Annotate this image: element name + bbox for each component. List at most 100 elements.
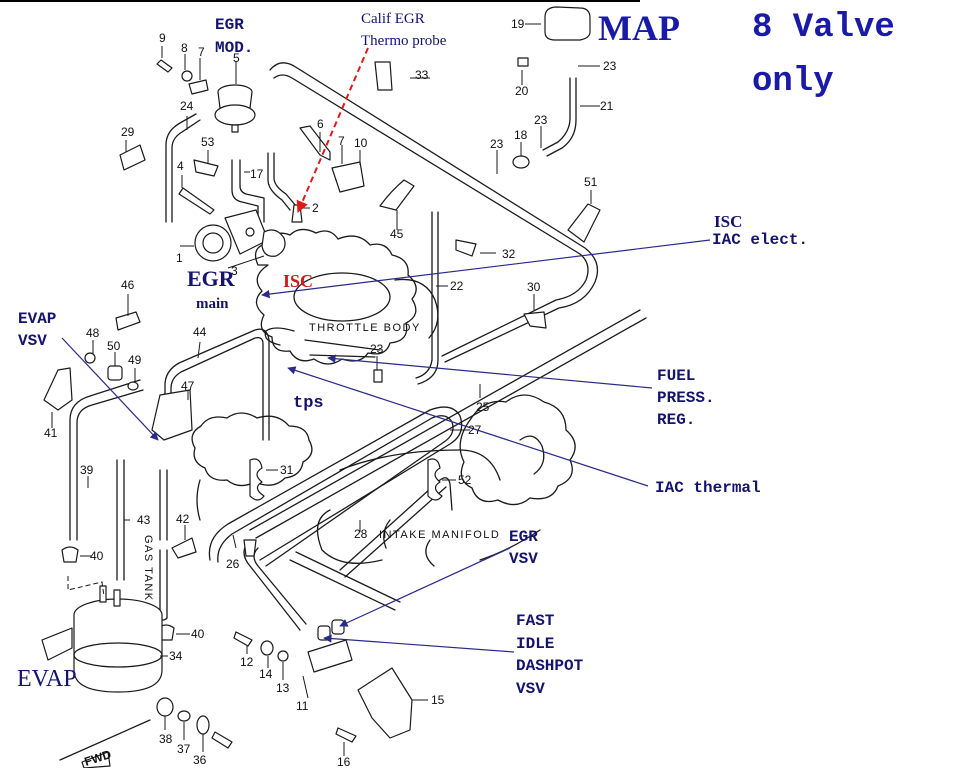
egr-mod-label: EGR — [215, 16, 244, 34]
part-number: 47 — [181, 379, 195, 393]
part-number: 23 — [534, 113, 548, 127]
part-number: 11 — [296, 699, 309, 713]
iac-thermal-label: IAC thermal — [655, 479, 761, 497]
part-number: 29 — [121, 125, 135, 139]
part-number: 46 — [121, 278, 135, 292]
part-number: 4 — [177, 159, 184, 173]
part-number: 39 — [80, 463, 94, 477]
intake-manifold-label: INTAKE MANIFOLD — [379, 529, 500, 541]
part-number: 7 — [198, 45, 205, 59]
part-number: 32 — [502, 247, 516, 261]
fast-idle-label-3: DASHPOT — [516, 657, 584, 675]
evap-vsv-arrow — [61, 337, 159, 441]
map-label: MAP — [598, 8, 680, 48]
part-number: 6 — [317, 117, 324, 131]
fast-idle-label-2: IDLE — [516, 635, 554, 653]
part-number: 40 — [90, 549, 104, 563]
part-number: 31 — [280, 463, 294, 477]
part-number: 23 — [603, 59, 617, 73]
isc-red-label: ISC — [283, 271, 313, 291]
part-number: 27 — [468, 423, 482, 437]
part-number: 23 — [490, 137, 504, 151]
part-number: 18 — [514, 128, 528, 142]
part-number: 16 — [337, 755, 351, 768]
iac-elect-label: IAC elect. — [712, 231, 808, 249]
part-number: 22 — [450, 279, 464, 293]
part-number: 50 — [107, 339, 121, 353]
part-number: 2 — [312, 201, 319, 215]
isc-label: ISC — [714, 212, 742, 231]
part-number: 38 — [159, 732, 173, 746]
map-sensor-part — [544, 6, 591, 41]
part-number: 15 — [431, 693, 445, 707]
part-number: 23 — [370, 342, 384, 356]
egr-main-label: EGR — [187, 266, 236, 291]
annotation-arrows — [61, 47, 711, 653]
only-label: only — [752, 63, 834, 101]
calif-egr-label: Calif EGR — [361, 11, 425, 27]
part-number: 10 — [354, 136, 368, 150]
part-number: 44 — [193, 325, 207, 339]
part-number: 19 — [511, 17, 525, 31]
part-number: 52 — [458, 473, 472, 487]
part-number: 26 — [226, 557, 240, 571]
part-number: 12 — [240, 655, 254, 669]
throttle-body-label: THROTTLE BODY — [309, 322, 421, 334]
parts — [41, 6, 601, 768]
part-number: 36 — [193, 753, 207, 767]
part-number: 43 — [137, 513, 151, 527]
part-number: 37 — [177, 742, 191, 756]
evap-canister-part — [41, 585, 163, 693]
egr-vsv-label: EGR — [509, 528, 538, 546]
evap-vsv-label: EVAP — [18, 310, 56, 328]
gas-tank-label: GAS TANK — [142, 535, 154, 602]
part-number: 8 — [181, 41, 188, 55]
fuel-press-reg-label-2: PRESS. — [657, 389, 715, 407]
bracket-part — [357, 667, 413, 739]
evap-vsv-part — [151, 389, 193, 441]
part-number: 33 — [415, 68, 429, 82]
hoses — [59, 62, 647, 761]
fast-idle-label: FAST — [516, 612, 555, 630]
part-number: 34 — [169, 649, 183, 663]
fwd-label: FWD — [83, 747, 114, 768]
part-number: 42 — [176, 512, 190, 526]
part-number: 9 — [159, 31, 166, 45]
part-number: 45 — [390, 227, 404, 241]
eight-valve-label: 8 Valve — [752, 9, 895, 47]
part-number: 24 — [180, 99, 194, 113]
part-number: 30 — [527, 280, 541, 294]
part-number: 21 — [600, 99, 614, 113]
part-number: 41 — [44, 426, 58, 440]
thermo-probe-label: Thermo probe — [361, 33, 447, 49]
egr-valve-part — [194, 209, 269, 262]
part-number: 7 — [338, 134, 345, 148]
part-number: 48 — [86, 326, 100, 340]
gasket-part — [261, 229, 286, 257]
vsv-assembly-part — [307, 619, 353, 673]
part-numbers: 1 2 3 4 5 6 7 7 8 9 10 11 12 13 14 15 16… — [44, 17, 617, 768]
part-number: 1 — [176, 251, 183, 265]
iac-thermal-arrow — [287, 366, 649, 487]
part-number: 40 — [191, 627, 205, 641]
part-number: 20 — [515, 84, 529, 98]
fuel-press-reg-label: FUEL — [657, 367, 695, 385]
egr-mod-label-2: MOD. — [215, 39, 253, 57]
part-number: 5 — [233, 51, 240, 65]
fuel-press-reg-label-3: REG. — [657, 411, 695, 429]
evap-label: EVAP — [17, 666, 77, 692]
part-number: 51 — [584, 175, 598, 189]
fast-idle-vsv-arrow — [323, 634, 515, 653]
tps-label: tps — [293, 394, 324, 413]
part-number: 3 — [231, 264, 238, 278]
isc-arrow — [261, 239, 711, 299]
evap-vsv-label-2: VSV — [18, 332, 47, 350]
part-number: 53 — [201, 135, 215, 149]
egr-modulator-part — [214, 84, 256, 133]
part-number: 17 — [250, 167, 264, 181]
leader-lines — [51, 23, 600, 756]
part-number: 28 — [354, 527, 368, 541]
part-number: 14 — [259, 667, 273, 681]
part-number: 49 — [128, 353, 142, 367]
